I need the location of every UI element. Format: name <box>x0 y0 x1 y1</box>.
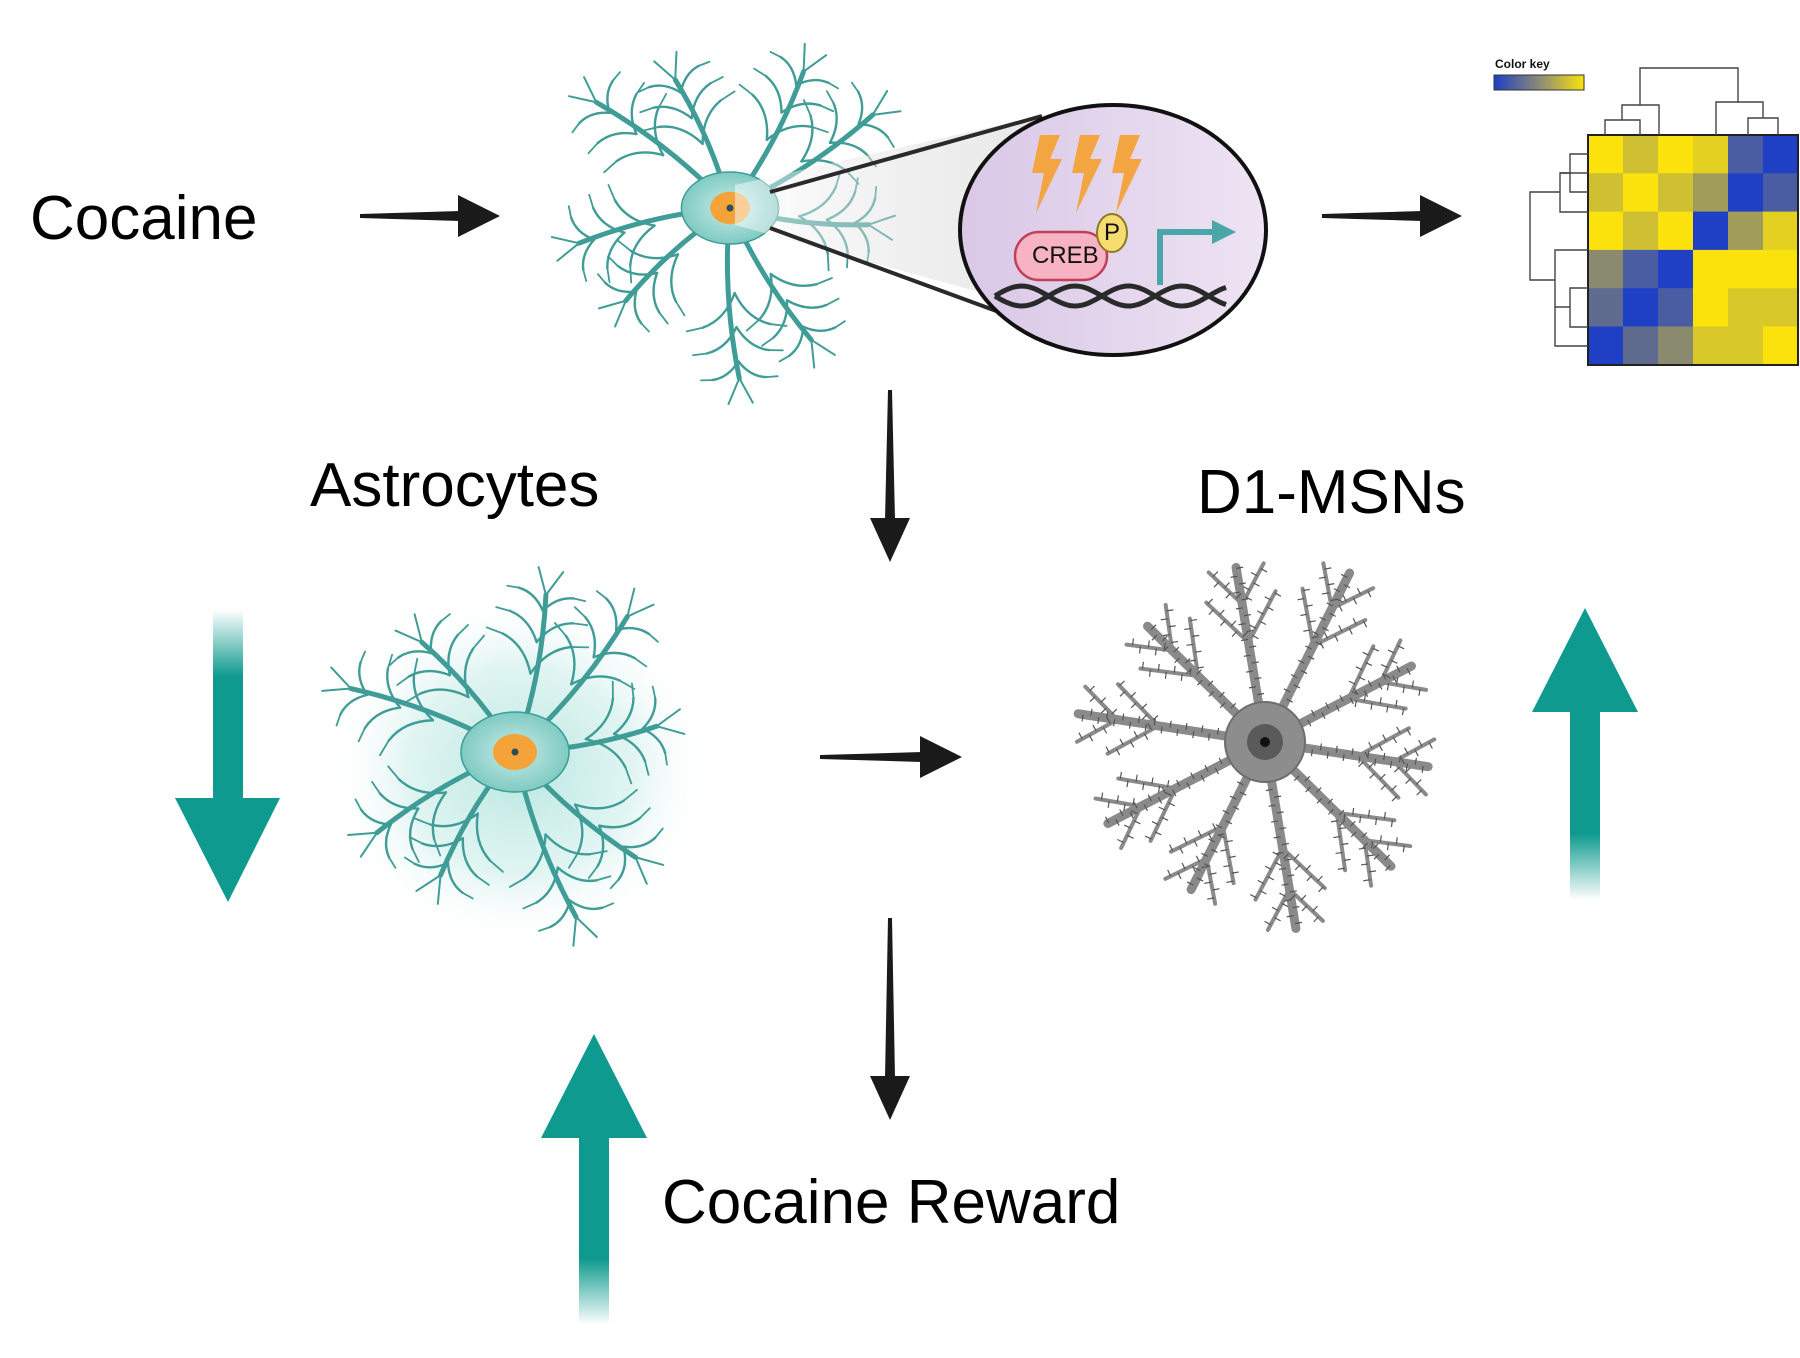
cocaine-label: Cocaine <box>30 184 258 253</box>
dendrogram-icon <box>1529 67 1779 347</box>
down-arrow-icon <box>175 610 280 902</box>
d1-msns-label: D1-MSNs <box>1197 458 1466 527</box>
astrocytes-label: Astrocytes <box>310 451 600 520</box>
flow-arrows <box>360 195 1462 1120</box>
color-key-label: Color key <box>1495 57 1550 71</box>
creb-label: CREB <box>1032 242 1099 269</box>
dna-icon <box>993 283 1227 309</box>
up-arrow-icon <box>1532 608 1638 900</box>
transcription-arrow-icon <box>1157 220 1236 285</box>
astrocyte-icon <box>550 42 902 405</box>
creb-inset <box>958 103 1268 357</box>
cocaine-reward-label: Cocaine Reward <box>662 1168 1121 1237</box>
d1-msn-neuron-icon <box>1073 561 1437 933</box>
lightning-icon <box>1032 135 1142 213</box>
activated-astrocyte-icon <box>321 566 686 947</box>
heatmap-icon <box>1493 74 1799 366</box>
up-arrow-icon <box>541 1034 647 1325</box>
phospho-label: P <box>1104 219 1121 246</box>
